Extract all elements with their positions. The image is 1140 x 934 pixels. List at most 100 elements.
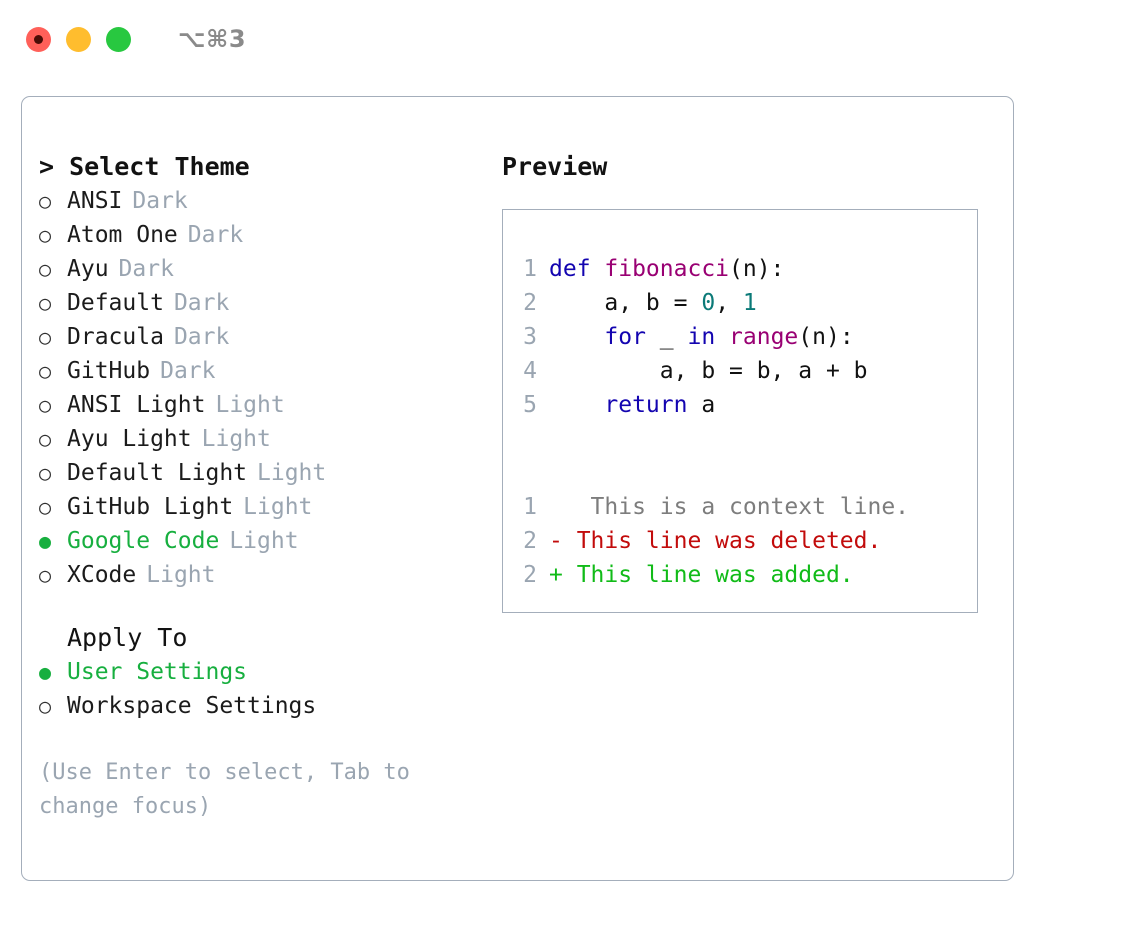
token-kw: in bbox=[687, 324, 716, 350]
diff-sample: 1 This is a context line. 2 - This line wa… bbox=[503, 490, 977, 592]
option-tag: Dark bbox=[173, 324, 230, 350]
token-fn: range bbox=[729, 324, 799, 350]
option-tag: Dark bbox=[187, 222, 244, 248]
theme-option-1[interactable]: ○ Atom One Dark bbox=[39, 218, 502, 252]
token-pl bbox=[549, 392, 604, 418]
option-tag: Light bbox=[257, 460, 327, 486]
token-kw: def bbox=[549, 256, 605, 282]
theme-option-9[interactable]: ○ GitHub Light Light bbox=[39, 490, 502, 524]
code-text: def fibonacci(n): bbox=[549, 252, 784, 286]
spacer bbox=[503, 422, 977, 456]
line-number: 4 bbox=[523, 358, 537, 384]
option-label: User Settings bbox=[67, 659, 248, 685]
theme-option-2[interactable]: ○ Ayu Dark bbox=[39, 252, 502, 286]
title-bar: ⌥⌘3 bbox=[0, 0, 1140, 78]
radio-unselected-icon: ○ bbox=[39, 694, 52, 718]
select-theme-heading: > Select Theme bbox=[39, 152, 250, 181]
token-pl: a, b = b, a + b bbox=[549, 358, 868, 384]
option-tag: Dark bbox=[160, 358, 216, 384]
option-label: XCode bbox=[67, 562, 137, 588]
radio-unselected-icon: ○ bbox=[39, 427, 52, 451]
token-pl: _ bbox=[645, 324, 688, 350]
token-pl: (n): bbox=[729, 256, 785, 282]
line-number: 2 bbox=[523, 562, 537, 588]
radio-unselected-icon: ○ bbox=[39, 189, 52, 213]
radio-unselected-icon: ○ bbox=[39, 359, 52, 383]
spacer bbox=[503, 456, 977, 490]
radio-unselected-icon: ○ bbox=[39, 563, 52, 587]
apply-to-option-list: ● User Settings ○ Workspace Settings bbox=[39, 655, 502, 723]
token-pl bbox=[549, 324, 604, 350]
apply-to-option-1[interactable]: ○ Workspace Settings bbox=[39, 689, 502, 723]
line-number: 2 bbox=[523, 290, 537, 316]
token-pl: a bbox=[687, 392, 716, 418]
option-tag: Light bbox=[146, 562, 216, 588]
option-tag: Light bbox=[201, 426, 271, 452]
theme-option-5[interactable]: ○ GitHub Dark bbox=[39, 354, 502, 388]
theme-option-4[interactable]: ○ Dracula Dark bbox=[39, 320, 502, 354]
code-text: for _ in range(n): bbox=[549, 320, 853, 354]
line-number: 1 bbox=[523, 494, 537, 520]
radio-selected-icon: ● bbox=[39, 529, 52, 553]
option-label: GitHub bbox=[67, 358, 151, 384]
option-label: Dracula bbox=[67, 324, 164, 350]
code-line: 3 for _ in range(n): bbox=[503, 320, 977, 354]
theme-option-7[interactable]: ○ Ayu Light Light bbox=[39, 422, 502, 456]
radio-unselected-icon: ○ bbox=[39, 223, 52, 247]
token-kw: return bbox=[604, 392, 688, 418]
line-number: 5 bbox=[523, 392, 537, 418]
close-button[interactable] bbox=[26, 26, 51, 52]
token-pl: a, b = bbox=[549, 290, 702, 316]
diff-line-ctx: 1 This is a context line. bbox=[503, 490, 977, 524]
diff-text: - This line was deleted. bbox=[549, 528, 882, 554]
token-fn: fibonacci bbox=[604, 256, 730, 282]
line-number: 3 bbox=[523, 324, 537, 350]
radio-unselected-icon: ○ bbox=[39, 393, 52, 417]
option-tag: Dark bbox=[132, 188, 188, 214]
minimize-button[interactable] bbox=[66, 26, 91, 52]
code-line: 5 return a bbox=[503, 388, 977, 422]
option-label: GitHub Light bbox=[67, 494, 234, 520]
token-pl: , bbox=[715, 290, 743, 316]
option-tag: Dark bbox=[118, 256, 174, 282]
code-line: 4 a, b = b, a + b bbox=[503, 354, 977, 388]
option-label: Workspace Settings bbox=[67, 693, 317, 719]
option-label: Google Code bbox=[67, 528, 220, 554]
token-num: 0 bbox=[701, 290, 716, 316]
option-label: Ayu Light bbox=[67, 426, 192, 452]
line-number: 1 bbox=[523, 256, 537, 282]
radio-selected-icon: ● bbox=[39, 660, 52, 684]
radio-unselected-icon: ○ bbox=[39, 495, 52, 519]
theme-option-6[interactable]: ○ ANSI Light Light bbox=[39, 388, 502, 422]
radio-unselected-icon: ○ bbox=[39, 325, 52, 349]
option-label: Ayu bbox=[67, 256, 109, 282]
apply-to-heading: Apply To bbox=[67, 623, 188, 652]
diff-text: This is a context line. bbox=[549, 494, 910, 520]
token-num: 1 bbox=[742, 290, 757, 316]
code-line: 2 a, b = 0, 1 bbox=[503, 286, 977, 320]
option-tag: Light bbox=[243, 494, 313, 520]
shortcut-badge: ⌥⌘3 bbox=[178, 25, 247, 53]
option-label: ANSI Light bbox=[67, 392, 206, 418]
option-label: Atom One bbox=[67, 222, 178, 248]
zoom-button[interactable] bbox=[106, 26, 131, 52]
token-kw: for bbox=[604, 324, 646, 350]
line-number: 2 bbox=[523, 528, 537, 554]
option-tag: Light bbox=[215, 392, 285, 418]
option-label: Default bbox=[67, 290, 164, 316]
theme-option-11[interactable]: ○ XCode Light bbox=[39, 558, 502, 592]
option-tag: Dark bbox=[173, 290, 230, 316]
apply-to-option-0[interactable]: ● User Settings bbox=[39, 655, 502, 689]
radio-unselected-icon: ○ bbox=[39, 257, 52, 281]
preview-heading: Preview bbox=[502, 152, 608, 181]
